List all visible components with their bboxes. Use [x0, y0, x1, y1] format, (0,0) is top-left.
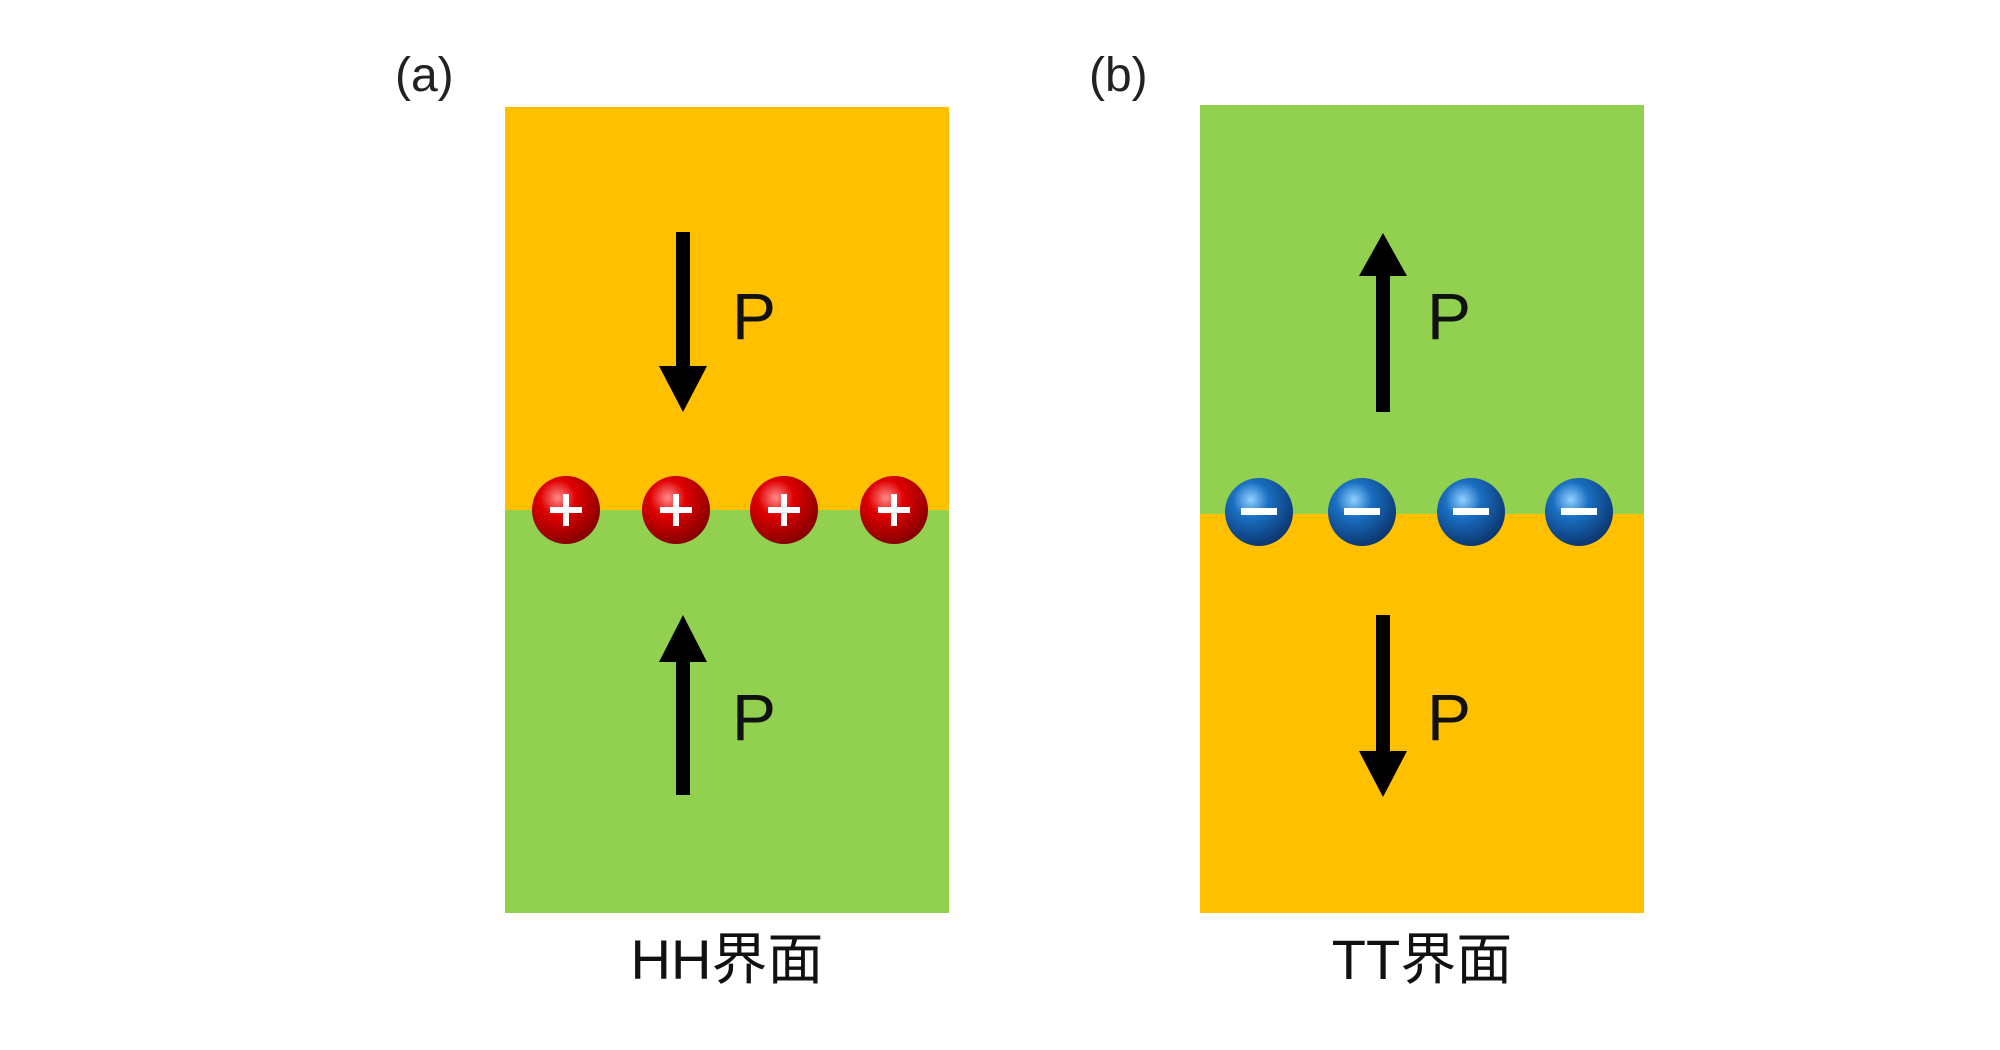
panel-b-bottom-domain	[1200, 514, 1644, 913]
panel-a-label: (a)	[395, 49, 454, 102]
panel-b-caption: TT界面	[1331, 928, 1513, 991]
panel-a-caption: HH界面	[630, 928, 824, 991]
panel-b-charge-4	[1545, 478, 1613, 546]
panel-b-bottom-arrow	[1359, 615, 1407, 797]
panel-a-charge-1	[532, 476, 600, 544]
panel-b-charge-1	[1225, 478, 1293, 546]
panel-a-top-arrow	[659, 232, 707, 412]
panel-a-bottom-arrow-label: P	[732, 680, 777, 754]
panel-a-charge-4	[860, 476, 928, 544]
panel-b-bottom-arrow-label: P	[1427, 680, 1472, 754]
panel-b-charge-2	[1328, 478, 1396, 546]
panel-b-top-arrow-label: P	[1427, 279, 1472, 353]
panel-a-bottom-arrow	[659, 615, 707, 795]
panel-a-charge-2	[642, 476, 710, 544]
panel-a-top-arrow-label: P	[732, 279, 777, 353]
panel-b-label: (b)	[1089, 49, 1148, 102]
panel-b-charge-3	[1437, 478, 1505, 546]
panel-a-charge-3	[750, 476, 818, 544]
panel-a-bottom-domain	[505, 510, 949, 913]
panel-b-top-arrow	[1359, 233, 1407, 412]
panel-b-top-domain	[1200, 105, 1644, 514]
panel-a-top-domain	[505, 107, 949, 510]
